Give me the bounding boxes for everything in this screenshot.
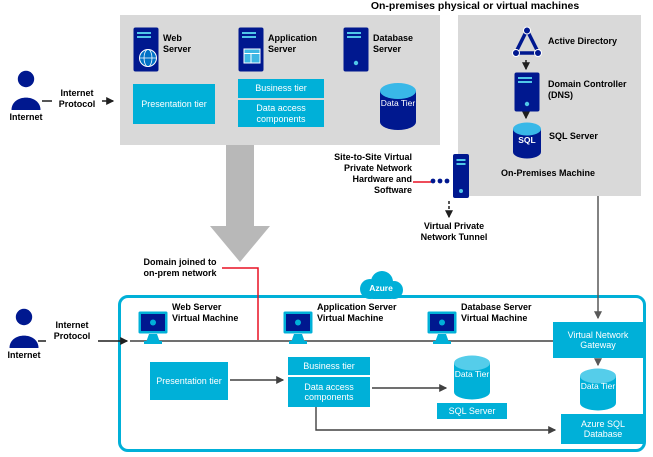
data-tier-label-azuresql: Data Tier — [580, 381, 616, 391]
database-cylinder-icon — [513, 122, 541, 159]
data-tier-cylinder-azuresql: Data Tier — [578, 368, 618, 412]
vpn-tunnel-label: Virtual Private Network Tunnel — [420, 221, 488, 242]
domain-joined-label: Domain joined to on-prem network — [143, 257, 217, 278]
web-server-icon — [133, 27, 159, 77]
onprem-machine-panel — [458, 15, 641, 196]
business-tier-box-onprem: Business tier — [238, 79, 324, 98]
site-to-site-vpn-label: Site-to-Site Virtual Private Network Har… — [334, 152, 412, 195]
presentation-tier-box-onprem: Presentation tier — [133, 84, 215, 124]
data-access-box-azure: Data access components — [288, 377, 370, 407]
web-vm-monitor-icon — [138, 311, 168, 350]
presentation-tier-box-azure: Presentation tier — [150, 362, 228, 400]
database-cylinder-icon — [454, 355, 490, 400]
web-server-label: Web Server — [163, 33, 192, 54]
domain-controller-label: Domain Controller (DNS) — [548, 79, 627, 100]
database-server-label: Database Server — [373, 33, 414, 54]
internet-user-icon-bottom — [8, 308, 40, 353]
application-server-icon — [238, 27, 264, 77]
migration-arrow — [210, 145, 270, 262]
domain-controller-icon — [514, 72, 540, 117]
virtual-network-gateway-box: Virtual Network Gateway — [553, 322, 643, 358]
data-tier-cylinder-onprem: Data Tier — [378, 82, 418, 132]
internet-label-top: Internet — [9, 112, 43, 122]
vpn-device-icon — [428, 153, 470, 204]
business-tier-box-azure: Business tier — [288, 357, 370, 375]
app-vm-monitor-icon — [283, 311, 313, 350]
database-cylinder-icon — [580, 368, 616, 411]
data-tier-cylinder-sqlvm: Data Tier — [452, 355, 492, 401]
application-server-label: Application Server — [268, 33, 317, 54]
sql-badge-label: SQL — [518, 135, 536, 145]
dataaccess-to-azuresql-arrow — [315, 407, 557, 434]
database-server-icon — [343, 27, 369, 77]
internet-protocol-label-bottom: Internet Protocol — [46, 320, 98, 342]
sql-server-label-onprem: SQL Server — [549, 131, 598, 141]
sql-server-box-azure: SQL Server — [437, 403, 507, 419]
domain-joined-red-line — [222, 267, 259, 340]
internet-label-bottom: Internet — [7, 350, 41, 360]
data-tier-label-onprem: Data Tier — [380, 98, 416, 108]
data-tier-label-sqlvm: Data Tier — [454, 369, 490, 379]
web-vm-label: Web Server Virtual Machine — [172, 302, 239, 323]
azure-cloud-icon: Azure — [356, 269, 406, 301]
db-vm-monitor-icon — [427, 311, 457, 350]
azure-cloud-label: Azure — [369, 283, 393, 293]
database-cylinder-icon — [380, 83, 416, 130]
sql-cylinder-onprem: SQL — [511, 121, 543, 159]
active-directory-label: Active Directory — [548, 36, 618, 46]
app-vm-label: Application Server Virtual Machine — [317, 302, 397, 323]
diagram-title: On-premises physical or virtual machines — [370, 0, 580, 12]
onprem-machine-label: On-Premises Machine — [500, 168, 596, 178]
azure-sql-database-box: Azure SQL Database — [561, 414, 645, 444]
internet-protocol-label-top: Internet Protocol — [52, 88, 102, 110]
active-directory-icon — [512, 26, 542, 63]
internet-user-icon-top — [10, 70, 42, 115]
db-vm-label: Database Server Virtual Machine — [461, 302, 532, 323]
data-access-box-onprem: Data access components — [238, 100, 324, 127]
